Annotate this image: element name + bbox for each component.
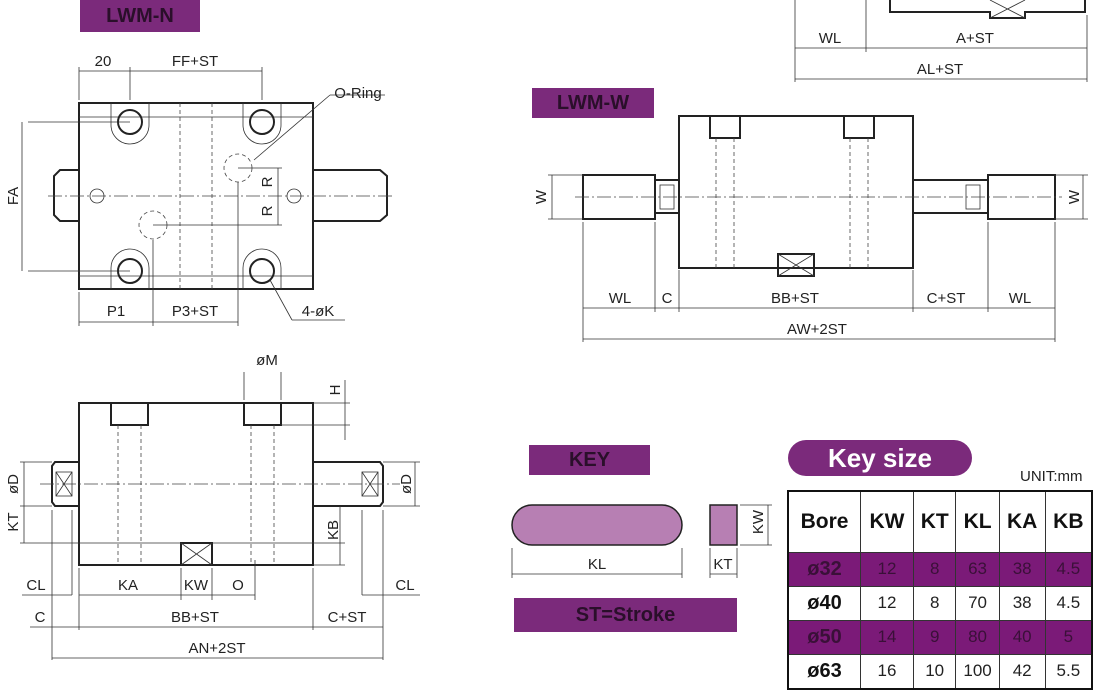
dim-od-right: øD	[398, 474, 415, 494]
dim-kw: KW	[184, 577, 209, 594]
dim-kb: KB	[325, 520, 342, 540]
table-row: ø32 12 8 63 38 4.5	[787, 552, 1093, 587]
dim-c-st: C+ST	[927, 290, 966, 307]
lwm-n-title: LWM-N	[80, 0, 200, 32]
dim-om: øM	[256, 352, 278, 369]
dim-aw-2st: AW+2ST	[787, 321, 847, 338]
col-header: KB	[1044, 490, 1093, 553]
holes-label: 4-øK	[302, 303, 335, 320]
cell: 80	[955, 619, 1000, 655]
cell: 9	[912, 619, 957, 655]
lwm-n-top-view: 20 FF+ST FA P1 P3+ST O-Ring 4-øK R R	[5, 53, 392, 326]
col-header: Bore	[787, 490, 862, 553]
dim-wl: WL	[819, 30, 842, 47]
dim-r: R	[259, 205, 276, 216]
cell: 8	[912, 552, 957, 587]
cell: 14	[860, 619, 914, 655]
cell: 63	[955, 552, 1000, 587]
table-row: ø63 16 10 100 42 5.5	[787, 653, 1093, 690]
dim-c: C	[35, 609, 46, 626]
cell: 4.5	[1044, 585, 1093, 621]
dim-c-st: C+ST	[328, 609, 367, 626]
cell: 40	[998, 619, 1046, 655]
dim-r: R	[259, 176, 276, 187]
dim-wl-left: WL	[609, 290, 632, 307]
cell: 8	[912, 585, 957, 621]
cell: ø32	[787, 552, 862, 587]
key-title: KEY	[529, 445, 650, 475]
dim-kt: KT	[713, 556, 732, 573]
mount-hole	[110, 103, 150, 145]
dim-fa: FA	[5, 187, 22, 205]
dim-kl: KL	[588, 556, 606, 573]
dim-bb-st: BB+ST	[771, 290, 819, 307]
dim-kt: KT	[5, 512, 22, 531]
cell: 12	[860, 585, 914, 621]
dim-w-right: W	[1066, 189, 1083, 204]
cell: ø50	[787, 619, 862, 655]
dim-ka: KA	[118, 577, 138, 594]
lwm-w-title: LWM-W	[532, 88, 654, 118]
partial-view: WL A+ST AL+ST	[794, 0, 1088, 82]
key-section	[709, 504, 738, 546]
cell: 5	[1044, 619, 1093, 655]
lwm-w-view: W W WL C BB+ST C+ST WL AW+2ST	[533, 115, 1088, 342]
mount-hole	[242, 248, 282, 289]
dim-o: O	[232, 577, 244, 594]
cell: 38	[998, 552, 1046, 587]
col-header: KA	[998, 490, 1046, 553]
lwm-n-side-view: øM H øD øD KT KB CL KA KW O CL C BB+ST C…	[5, 352, 420, 660]
dim-p1: P1	[107, 303, 125, 320]
dim-20: 20	[95, 53, 112, 70]
dim-bb-st: BB+ST	[171, 609, 219, 626]
cell: 70	[955, 585, 1000, 621]
key-diagram: KL KT KW	[511, 504, 772, 578]
cell: 38	[998, 585, 1046, 621]
dim-ff-st: FF+ST	[172, 53, 218, 70]
cell: 42	[998, 653, 1046, 690]
cell: 12	[860, 552, 914, 587]
dim-cl-right: CL	[395, 577, 414, 594]
mount-hole	[110, 248, 150, 289]
cell: 5.5	[1044, 653, 1093, 690]
dim-an-2st: AN+2ST	[188, 640, 245, 657]
mount-hole	[242, 103, 282, 145]
dim-al-st: AL+ST	[917, 61, 963, 78]
col-header: KW	[860, 490, 914, 553]
dim-h: H	[327, 385, 344, 396]
key-shape	[511, 504, 683, 546]
dim-c: C	[662, 290, 673, 307]
key-size-table: Bore KW KT KL KA KB ø32 12 8 63 38 4.5 ø…	[787, 490, 1093, 690]
dim-cl-left: CL	[26, 577, 45, 594]
key-size-title: Key size	[788, 440, 972, 476]
table-row: ø40 12 8 70 38 4.5	[787, 585, 1093, 621]
dim-p3-st: P3+ST	[172, 303, 218, 320]
table-header-row: Bore KW KT KL KA KB	[787, 490, 1093, 553]
dim-od-left: øD	[5, 474, 22, 494]
dim-w-left: W	[533, 189, 550, 204]
cell: 4.5	[1044, 552, 1093, 587]
cell: ø40	[787, 585, 862, 621]
unit-label: UNIT:mm	[1020, 468, 1083, 485]
dim-kw: KW	[750, 509, 767, 534]
col-header: KT	[912, 490, 957, 553]
dim-wl-right: WL	[1009, 290, 1032, 307]
cell: ø63	[787, 653, 862, 690]
table-row: ø50 14 9 80 40 5	[787, 619, 1093, 655]
cell: 16	[860, 653, 914, 690]
dim-a-st: A+ST	[956, 30, 994, 47]
oring-label: O-Ring	[334, 85, 382, 102]
cell: 100	[955, 653, 1000, 690]
cell: 10	[912, 653, 957, 690]
stroke-note: ST=Stroke	[514, 598, 737, 632]
col-header: KL	[955, 490, 1000, 553]
